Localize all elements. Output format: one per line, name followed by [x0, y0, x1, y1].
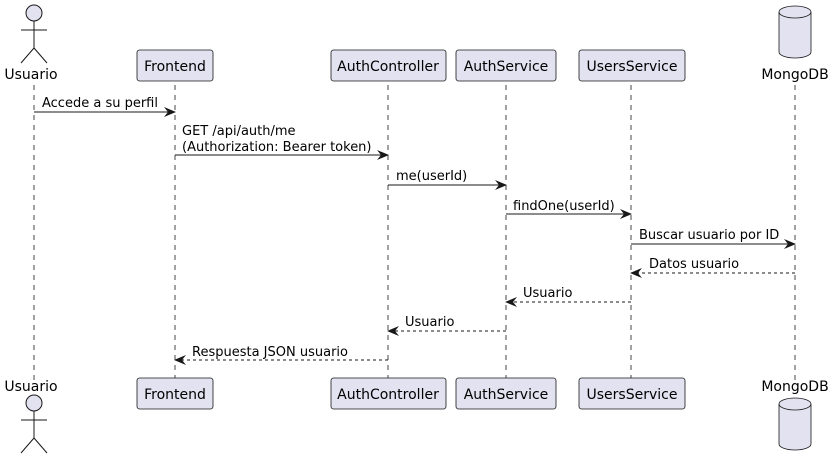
database-mongodb-top — [778, 5, 812, 59]
participant-label-usersservice-bottom: UsersService — [587, 387, 678, 403]
database-icon — [778, 5, 812, 59]
participant-frontend-top: Frontend — [136, 49, 214, 82]
participant-frontend-bottom: Frontend — [136, 377, 214, 410]
participant-usersservice-bottom: UsersService — [578, 377, 686, 410]
participant-label-authservice-bottom: AuthService — [464, 387, 549, 403]
message-8: Usuario — [387, 315, 506, 336]
participant-label-frontend-bottom: Frontend — [144, 387, 206, 403]
message-3: me(userId) — [388, 169, 507, 190]
participant-authcontroller-bottom: AuthController — [330, 377, 447, 410]
participant-label-authcontroller-top: AuthController — [337, 59, 439, 75]
participant-authservice-bottom: AuthService — [455, 377, 557, 410]
message-6: Datos usuario — [630, 257, 795, 278]
participant-label-usuario-bottom: Usuario — [4, 379, 57, 395]
actor-usuario-bottom — [20, 394, 48, 454]
message-label: Usuario — [405, 315, 454, 330]
message-5: Buscar usuario por ID — [631, 228, 796, 249]
participant-label-authservice-top: AuthService — [464, 59, 549, 75]
message-label: Datos usuario — [649, 257, 739, 272]
participant-label-mongodb-bottom: MongoDB — [761, 379, 828, 395]
message-label: findOne(userId) — [513, 199, 615, 214]
participant-label-frontend-top: Frontend — [144, 59, 206, 75]
message-1: Accede a su perfil — [34, 96, 176, 117]
participant-label-mongodb-top: MongoDB — [761, 67, 828, 83]
message-label-line-2: (Authorization: Bearer token) — [182, 140, 372, 155]
participant-authcontroller-top: AuthController — [330, 49, 447, 82]
message-label: me(userId) — [396, 169, 467, 184]
message-9: Respuesta JSON usuario — [174, 345, 388, 365]
participant-authservice-top: AuthService — [455, 49, 557, 82]
actor-usuario-top — [20, 4, 48, 64]
message-label: Accede a su perfil — [42, 96, 158, 111]
participant-label-usersservice-top: UsersService — [587, 59, 678, 75]
actor-head-icon — [25, 4, 43, 22]
message-2: GET /api/auth/me (Authorization: Bearer … — [175, 124, 389, 160]
message-label: Respuesta JSON usuario — [192, 345, 348, 360]
message-label: GET /api/auth/me — [182, 124, 296, 139]
message-4: findOne(userId) — [506, 199, 632, 219]
actor-head-icon — [25, 394, 43, 412]
database-mongodb-bottom — [778, 397, 812, 451]
message-label: Usuario — [523, 286, 572, 301]
message-label: Buscar usuario por ID — [639, 228, 779, 243]
participant-label-usuario-top: Usuario — [4, 67, 57, 83]
message-7: Usuario — [505, 286, 631, 307]
database-icon — [778, 397, 812, 451]
participant-usersservice-top: UsersService — [578, 49, 686, 82]
participant-label-authcontroller-bottom: AuthController — [337, 387, 439, 403]
